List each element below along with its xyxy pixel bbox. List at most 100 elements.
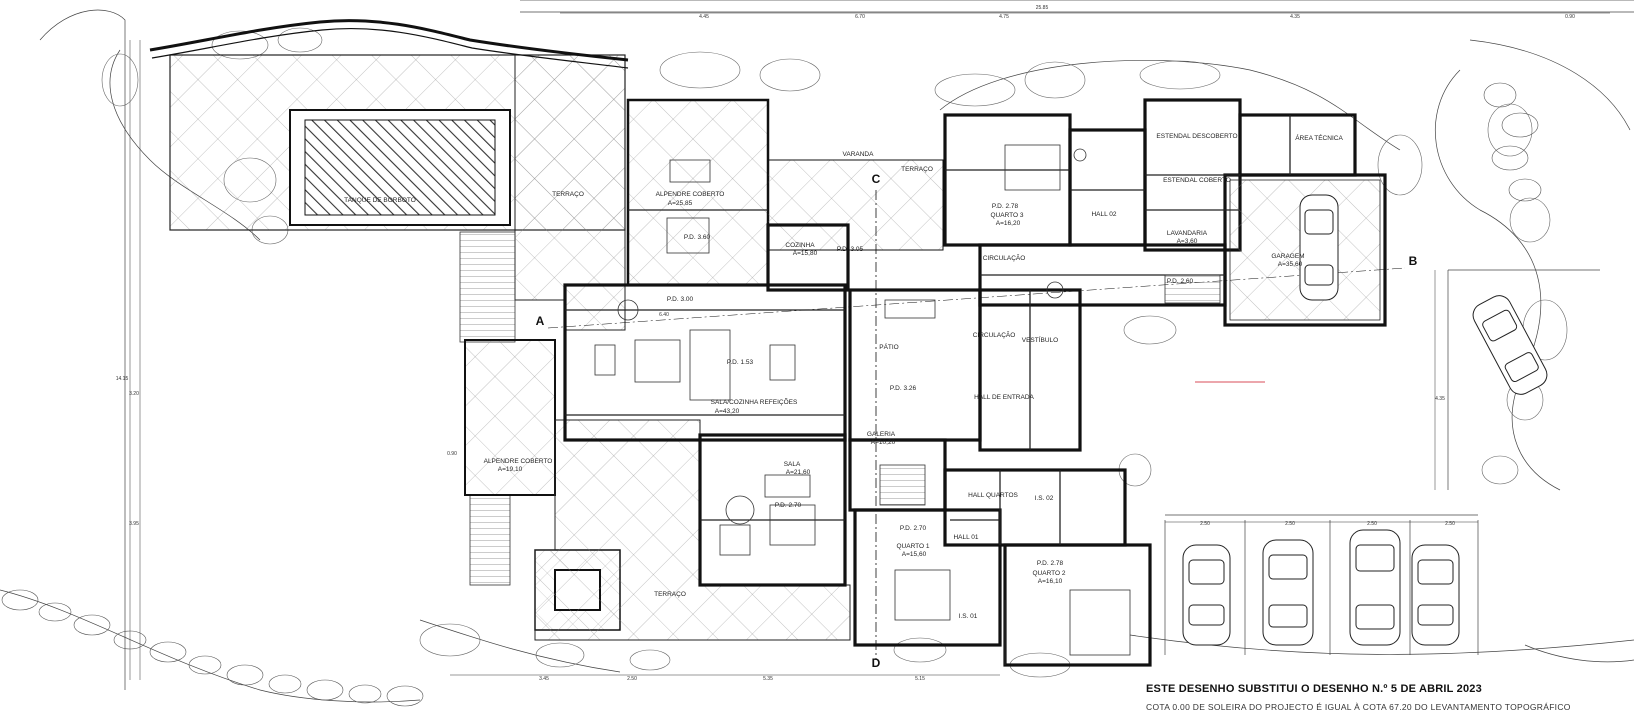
room-label-pd-260: P.D. 2.60 bbox=[1167, 278, 1194, 285]
room-label-quarto3: QUARTO 3 bbox=[991, 212, 1024, 219]
section-marker-D: D bbox=[872, 656, 881, 670]
dimension-label: 3.45 bbox=[539, 676, 549, 682]
room-label-estendal-cob: ESTENDAL COBERTO bbox=[1163, 177, 1231, 184]
dimension-label: 4.45 bbox=[699, 14, 709, 20]
dimension-label: 2.50 bbox=[627, 676, 637, 682]
furniture bbox=[594, 144, 1131, 656]
room-label-hall-02: HALL 02 bbox=[1091, 211, 1116, 218]
dimension-label: 25.85 bbox=[1036, 5, 1049, 11]
svg-text:D: D bbox=[872, 656, 881, 670]
room-label-sala-cozinha-area: A=43,20 bbox=[715, 408, 740, 415]
room-label-pd-360: P.D. 3.60 bbox=[684, 234, 711, 241]
dimension-label: 5.35 bbox=[763, 676, 773, 682]
pool-stairs bbox=[459, 231, 516, 343]
room-label-pd-300: P.D. 3.00 bbox=[667, 296, 694, 303]
dimension-label: 4.75 bbox=[999, 14, 1009, 20]
cars bbox=[1182, 194, 1548, 646]
dimension-label: 2.50 bbox=[1200, 521, 1210, 527]
dimension-label: 5.15 bbox=[915, 676, 925, 682]
revision-note: ESTE DESENHO SUBSTITUI O DESENHO N.º 5 D… bbox=[1146, 683, 1482, 695]
room-label-alpendre-coberto-2-area: A=19,10 bbox=[498, 466, 523, 473]
lower-terrace bbox=[534, 419, 851, 641]
svg-text:B: B bbox=[1409, 254, 1418, 268]
section-marker-A: A bbox=[536, 314, 545, 328]
dimension-label: 14.15 bbox=[116, 376, 129, 382]
room-label-sala: SALA bbox=[784, 461, 801, 468]
room-label-garagem-area: A=35,60 bbox=[1278, 261, 1303, 268]
dimension-label: 2.50 bbox=[1367, 521, 1377, 527]
svg-text:C: C bbox=[872, 172, 881, 186]
room-label-hall-entrada: HALL DE ENTRADA bbox=[974, 394, 1034, 401]
room-label-quarto2-area: A=16,10 bbox=[1038, 578, 1063, 585]
dimension-label: 4.35 bbox=[1435, 396, 1445, 402]
room-label-varanda: VARANDA bbox=[843, 151, 875, 158]
room-label-galeria-area: A=10,20 bbox=[871, 439, 896, 446]
room-labels: TANQUE DE BORBOTO TERRAÇO ALPENDRE COBERTO… bbox=[344, 133, 1343, 620]
parking-bays bbox=[1164, 269, 1600, 655]
room-label-terraco-bottom: TERRAÇO bbox=[654, 591, 686, 598]
room-label-tanque: TANQUE DE BORBOTO bbox=[344, 197, 416, 204]
central-terrace bbox=[767, 159, 944, 251]
room-label-is-02: I.S. 02 bbox=[1035, 495, 1054, 502]
dimension-label: 3.20 bbox=[129, 391, 139, 397]
room-label-galeria: GALERIA bbox=[867, 431, 896, 438]
room-label-quarto2: QUARTO 2 bbox=[1033, 570, 1066, 577]
garden-wall-top bbox=[149, 19, 629, 62]
section-marker-B: B bbox=[1409, 254, 1418, 268]
side-stairs bbox=[469, 494, 511, 586]
dimension-label: 3.95 bbox=[129, 521, 139, 527]
room-label-lavandaria-area: A=3,60 bbox=[1177, 238, 1198, 245]
dimension-label: 6.70 bbox=[855, 14, 865, 20]
room-label-lavandaria: LAVANDARIA bbox=[1167, 230, 1208, 237]
room-label-pd-326: P.D. 3.26 bbox=[890, 385, 917, 392]
room-label-hall-01: HALL 01 bbox=[953, 534, 978, 541]
room-label-quarto2-pd: P.D. 2.78 bbox=[1037, 560, 1064, 567]
room-label-terraco-top: TERRAÇO bbox=[552, 191, 584, 198]
room-label-quarto1-area: A=15,60 bbox=[902, 551, 927, 558]
room-label-pd-270-sala: P.D. 2.70 bbox=[775, 502, 802, 509]
alpendre-top bbox=[626, 98, 770, 287]
galeria-stairs bbox=[879, 464, 926, 506]
section-marker-C: C bbox=[872, 172, 881, 186]
room-label-cozinha: COZINHA bbox=[785, 242, 815, 249]
dimension-label: 2.50 bbox=[1285, 521, 1295, 527]
pool-water bbox=[304, 119, 496, 216]
dimension-label: 4.35 bbox=[1290, 14, 1300, 20]
room-label-cozinha-area: A=15,80 bbox=[793, 250, 818, 257]
dimension-lines bbox=[129, 12, 1610, 680]
room-label-quarto3-pd: P.D. 2.78 bbox=[992, 203, 1019, 210]
room-label-sala-area: A=21,60 bbox=[786, 469, 811, 476]
svg-text:A: A bbox=[536, 314, 545, 328]
dimension-label: 2.50 bbox=[1445, 521, 1455, 527]
room-label-alpendre-area: A=25,85 bbox=[668, 200, 693, 207]
dimension-label: 0.90 bbox=[447, 451, 457, 457]
room-label-patio: PÁTIO bbox=[879, 342, 899, 351]
dimension-label: 0.90 bbox=[1565, 14, 1575, 20]
section-markers: A B C D bbox=[536, 172, 1418, 670]
room-label-circulacao-1: CIRCULAÇÃO bbox=[983, 253, 1026, 262]
room-label-hall-quartos: HALL QUARTOS bbox=[968, 492, 1018, 499]
room-label-area-tecnica: ÁREA TÉCNICA bbox=[1295, 133, 1343, 142]
room-label-terraco-mid: TERRAÇO bbox=[901, 166, 933, 173]
room-label-circulacao-2: CIRCULAÇÃO bbox=[973, 330, 1016, 339]
room-label-estendal-desc: ESTENDAL DESCOBERTO bbox=[1156, 133, 1237, 140]
room-label-is-01: I.S. 01 bbox=[959, 613, 978, 620]
room-label-vestibulo: VESTÍBULO bbox=[1022, 335, 1058, 344]
room-label-sala-cozinha: SALA/COZINHA REFEIÇÕES bbox=[711, 397, 798, 406]
stone-path bbox=[1, 82, 1542, 707]
dimension-labels: 25.85 4.45 6.70 4.75 4.35 0.90 3.45 2.50 5.35 5.1… bbox=[116, 5, 1575, 682]
left-porch bbox=[464, 339, 556, 496]
room-label-quarto1: QUARTO 1 bbox=[897, 543, 930, 550]
site-terrain bbox=[0, 0, 1634, 703]
room-label-alpendre-coberto-2: ALPENDRE COBERTO bbox=[484, 458, 553, 465]
room-label-quarto1-pd: P.D. 2.70 bbox=[900, 525, 927, 532]
room-label-pd-153: P.D. 1.53 bbox=[727, 359, 754, 366]
dimension-label: 6.40 bbox=[659, 312, 669, 318]
entrance-stairs bbox=[1164, 274, 1221, 304]
elevation-note: COTA 0.00 DE SOLEIRA DO PROJECTO É IGUAL… bbox=[1146, 702, 1571, 712]
room-label-pd-305: P.D. 3.05 bbox=[837, 246, 864, 253]
room-label-garagem: GARAGEM bbox=[1271, 253, 1304, 260]
room-label-quarto3-area: A=16,20 bbox=[996, 220, 1021, 227]
room-label-alpendre-coberto: ALPENDRE COBERTO bbox=[656, 191, 725, 198]
